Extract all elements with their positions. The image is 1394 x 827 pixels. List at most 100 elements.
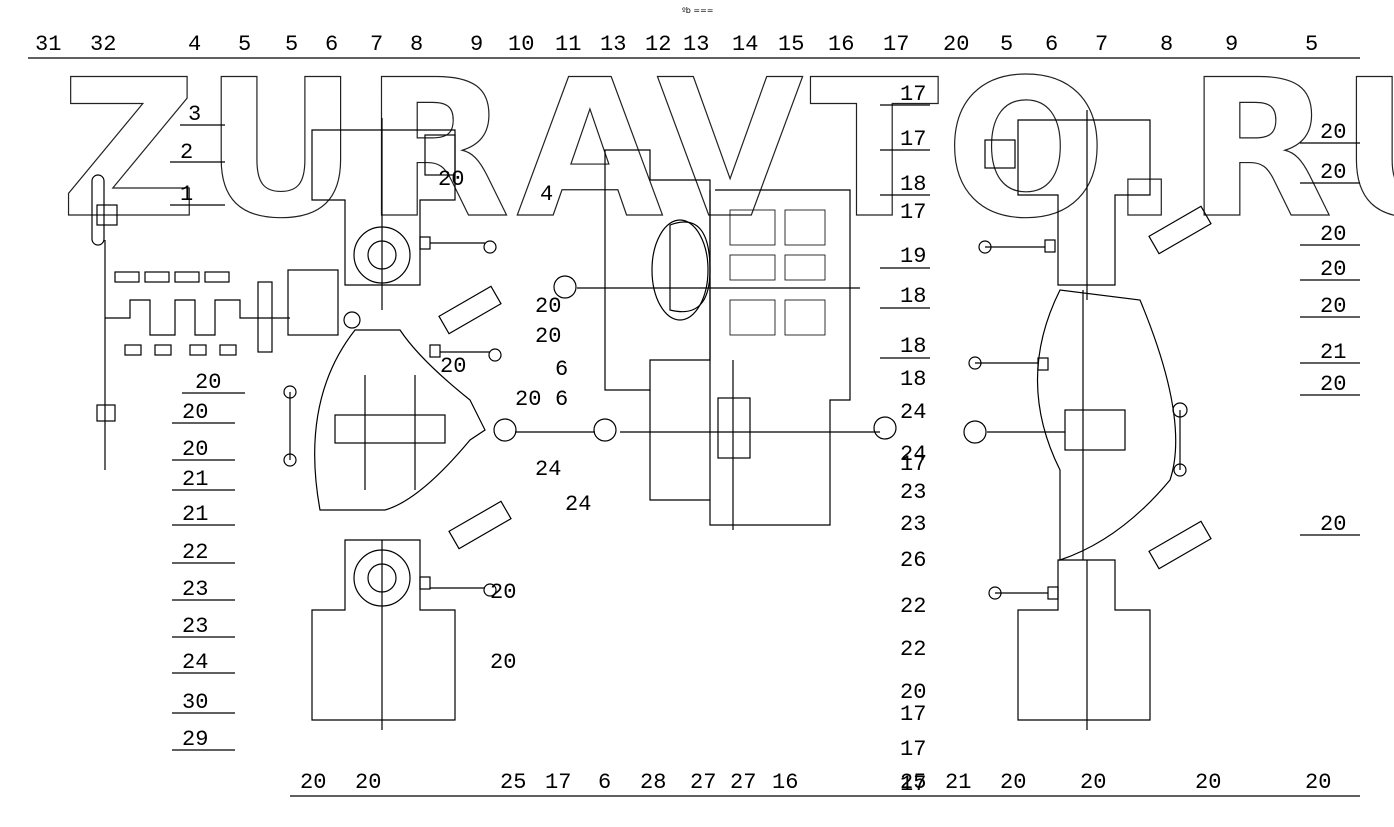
callout: 24 xyxy=(900,400,926,425)
callout: 1 xyxy=(180,182,193,207)
callout: 20 xyxy=(490,650,516,675)
callout: 3 xyxy=(188,102,201,127)
callout: 17 xyxy=(900,82,926,107)
callout: 32 xyxy=(90,32,116,57)
callout: 25 xyxy=(500,770,526,795)
callout: 20 xyxy=(943,32,969,57)
callout: 5 xyxy=(1000,32,1013,57)
callout: 12 xyxy=(645,32,671,57)
callout: 9 xyxy=(1225,32,1238,57)
callout: 14 xyxy=(732,32,758,57)
callout: 13 xyxy=(683,32,709,57)
callout: 22 xyxy=(900,637,926,662)
callout: 20 xyxy=(1195,770,1221,795)
callout: 7 xyxy=(1095,32,1108,57)
callout: 20 xyxy=(535,324,561,349)
callout: 27 xyxy=(730,770,756,795)
callout: 20 xyxy=(1320,257,1346,282)
callout: 30 xyxy=(182,690,208,715)
callout: 28 xyxy=(640,770,666,795)
top-mark: ºb === xyxy=(682,6,714,15)
callout: 6 xyxy=(555,357,568,382)
callout: 20 xyxy=(515,387,541,412)
callout: 16 xyxy=(772,770,798,795)
callout: 4 xyxy=(540,182,553,207)
callouts-right: 17 17 18 17 19 18 18 18 24 24 23 23 26 2… xyxy=(880,82,1360,797)
callout: 24 xyxy=(182,650,208,675)
callout: 10 xyxy=(508,32,534,57)
callout: 24 xyxy=(900,442,926,467)
callout: 20 xyxy=(1320,294,1346,319)
part-callouts: 31 32 4 5 5 6 7 8 9 10 11 13 12 13 14 15… xyxy=(28,32,1360,797)
callout: 23 xyxy=(182,577,208,602)
callout: 6 xyxy=(325,32,338,57)
callout: 5 xyxy=(238,32,251,57)
callout: 20 xyxy=(490,580,516,605)
callout: 20 xyxy=(1320,512,1346,537)
callout: 22 xyxy=(182,540,208,565)
callout: 17 xyxy=(900,702,926,727)
callout: 17 xyxy=(900,127,926,152)
callout: 20 xyxy=(1320,372,1346,397)
callout: 5 xyxy=(1305,32,1318,57)
callout: 20 xyxy=(1320,222,1346,247)
callout: 23 xyxy=(900,480,926,505)
callout: 18 xyxy=(900,334,926,359)
callouts-left: 3 2 1 20 20 20 21 21 22 23 23 24 30 xyxy=(170,102,245,752)
callout: 17 xyxy=(900,200,926,225)
callouts-inner: 20 4 20 20 20 6 6 20 24 24 20 20 xyxy=(438,167,591,675)
callout: 31 xyxy=(35,32,61,57)
callout: 24 xyxy=(565,492,591,517)
callout: 24 xyxy=(535,457,561,482)
callout: 20 xyxy=(900,680,926,705)
callouts-top: 31 32 4 5 5 6 7 8 9 10 11 13 12 13 14 15… xyxy=(28,32,1360,59)
callout: 21 xyxy=(945,770,971,795)
mechanism-drawing xyxy=(91,110,1212,730)
callout: 20 xyxy=(1305,770,1331,795)
callout: 2 xyxy=(180,140,193,165)
callout: 18 xyxy=(900,367,926,392)
callout: 22 xyxy=(900,594,926,619)
callout: 6 xyxy=(598,770,611,795)
callout: 17 xyxy=(900,772,926,797)
callout: 17 xyxy=(545,770,571,795)
callout: 19 xyxy=(900,244,926,269)
callout: 17 xyxy=(900,737,926,762)
callout: 26 xyxy=(900,548,926,573)
callout: 29 xyxy=(182,727,208,752)
callout: 20 xyxy=(195,370,221,395)
callout: 20 xyxy=(535,294,561,319)
callout: 15 xyxy=(778,32,804,57)
callouts-bottom: 20 20 25 17 6 28 27 27 16 25 21 20 20 20… xyxy=(290,770,1360,797)
callout: 27 xyxy=(690,770,716,795)
callout: 20 xyxy=(1320,160,1346,185)
callout: 16 xyxy=(828,32,854,57)
callout: 11 xyxy=(555,32,581,57)
callout: 8 xyxy=(1160,32,1173,57)
callout: 7 xyxy=(370,32,383,57)
callout: 23 xyxy=(900,512,926,537)
callout: 20 xyxy=(438,167,464,192)
callout: 20 xyxy=(440,354,466,379)
callout: 4 xyxy=(188,32,201,57)
callout: 20 xyxy=(355,770,381,795)
callout: 21 xyxy=(182,467,208,492)
callout: 20 xyxy=(182,400,208,425)
callout: 23 xyxy=(182,614,208,639)
callout: 17 xyxy=(883,32,909,57)
callout: 20 xyxy=(182,437,208,462)
callout: 18 xyxy=(900,172,926,197)
callout: 25 xyxy=(900,770,926,795)
callout: 20 xyxy=(1080,770,1106,795)
callout: 18 xyxy=(900,284,926,309)
callout: 6 xyxy=(1045,32,1058,57)
callout: 6 xyxy=(555,387,568,412)
callout: 8 xyxy=(410,32,423,57)
callout: 17 xyxy=(900,452,926,477)
watermark: ZURAVTO.RU xyxy=(60,39,1394,260)
callout: 9 xyxy=(470,32,483,57)
callout: 21 xyxy=(182,502,208,527)
callout: 21 xyxy=(1320,340,1346,365)
callout: 20 xyxy=(1000,770,1026,795)
